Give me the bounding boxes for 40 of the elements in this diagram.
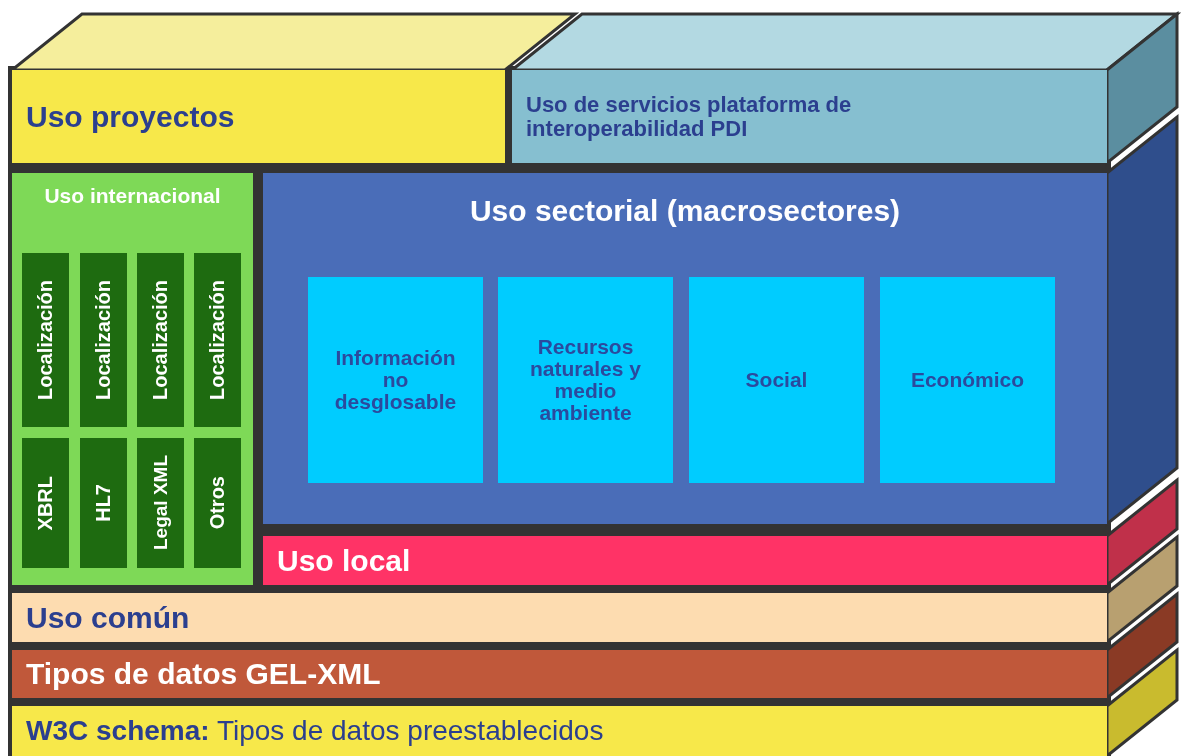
layer-label: Otros	[207, 476, 228, 530]
layer-band	[12, 650, 1107, 698]
sector-tile	[498, 277, 673, 483]
layer-label: XBRL	[35, 475, 56, 531]
layer-label: Uso local	[277, 544, 411, 577]
standard-tile	[80, 438, 127, 568]
layer-label: HL7	[93, 484, 114, 522]
layer-label: Uso proyectos	[26, 100, 235, 133]
standard-tile	[194, 438, 241, 568]
layer-label: Localización	[207, 280, 228, 400]
layer-label: Localización	[35, 280, 56, 400]
standard-tile	[22, 253, 69, 427]
standard-tile	[137, 438, 184, 568]
layer-band	[263, 536, 1107, 585]
sector-tile	[308, 277, 483, 483]
layer-label: Localización	[93, 280, 114, 400]
layer-band	[12, 593, 1107, 642]
layer-label: Información no desglosable	[333, 346, 458, 414]
layer-label: Social	[745, 368, 808, 391]
layer-label: Uso internacional	[44, 185, 221, 208]
standard-tile	[194, 253, 241, 427]
layer-panel	[263, 173, 1107, 524]
standard-tile	[137, 253, 184, 427]
layer-label: Uso común	[26, 601, 190, 634]
standard-tile	[22, 438, 69, 568]
sector-tile	[689, 277, 864, 483]
layer-label: Localización	[150, 280, 171, 400]
layer-label: W3C schema: Tipos de datos preestablecidos	[26, 716, 604, 746]
layer-label: Recursos naturales y medio ambiente	[529, 335, 642, 425]
layer-label: Uso de servicios plataforma de interoperabilidad PDI	[526, 93, 853, 140]
layer-label: Legal XML	[150, 455, 171, 551]
layer-band	[12, 706, 1107, 756]
layer-band	[12, 70, 505, 163]
layer-label: Uso sectorial (macrosectores)	[469, 195, 901, 227]
layer-label: Tipos de datos GEL-XML	[26, 658, 381, 690]
layer-panel	[12, 173, 253, 585]
layer-label: Económico	[910, 368, 1025, 391]
sector-tile	[880, 277, 1055, 483]
standard-tile	[80, 253, 127, 427]
layer-band	[512, 70, 1107, 163]
